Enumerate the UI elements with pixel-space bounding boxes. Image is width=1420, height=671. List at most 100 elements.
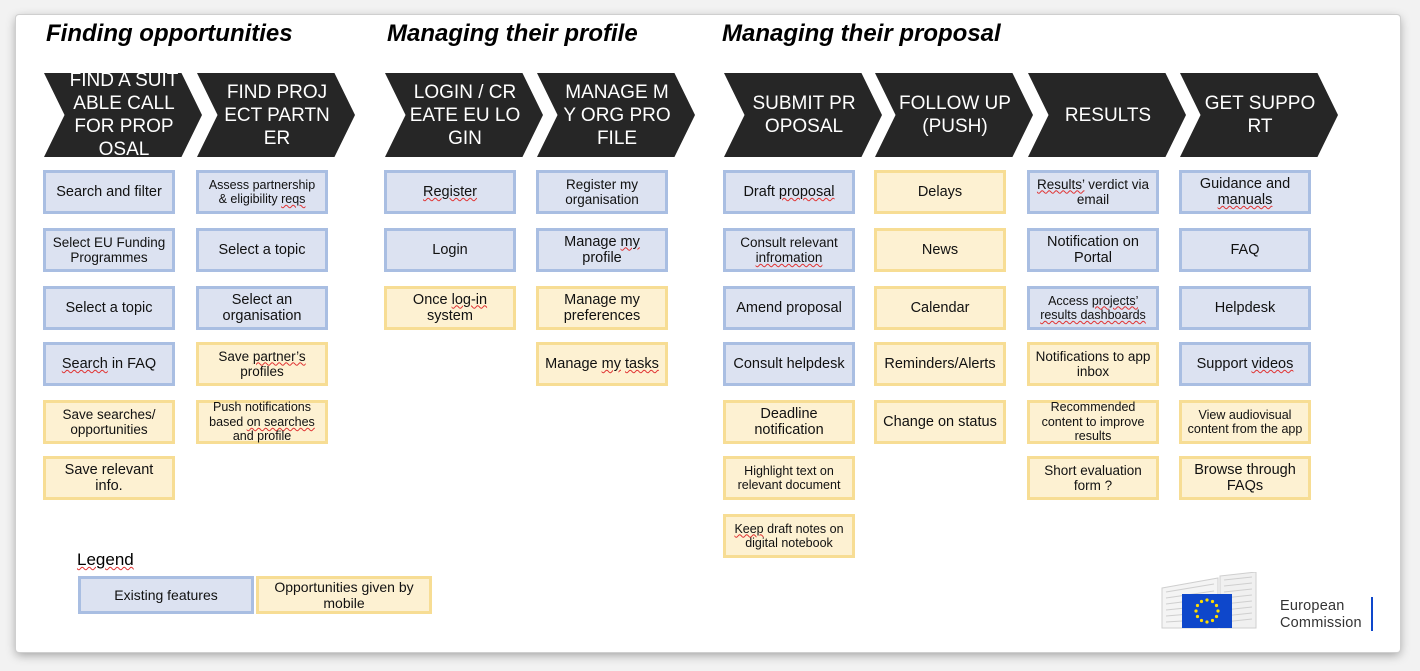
step-chevron-5: SUBMIT PROPOSAL [724,73,882,157]
existing-feature-4-2: Manage my profile [536,228,668,272]
feature-label: Push notifications based on searches and… [209,400,315,444]
step-chevron-2: FIND PROJECT PARTNER [197,73,355,157]
existing-feature-8-3: Helpdesk [1179,286,1311,330]
eu-star-icon [1205,598,1209,602]
feature-label: Assess partnership & eligibility reqs [208,177,316,207]
eu-star-icon [1210,599,1215,604]
legend-title: Legend [77,550,134,569]
feature-label: Highlight text on relevant document [737,463,841,493]
existing-feature-2-1: Assess partnership & eligibility reqs [196,170,328,214]
feature-label: Change on status [883,413,997,430]
existing-feature-7-1: Results’ verdict via email [1027,170,1159,214]
feature-label: Notification on Portal [1047,233,1139,267]
feature-label: Access projects’ results dashboards [1040,293,1146,323]
eu-star-icon [1205,620,1209,624]
eu-star-icon [1195,614,1200,619]
feature-label: Select a topic [65,299,153,316]
feature-label: Save searches/ opportunities [62,406,156,438]
section-title-proposal: Managing their proposal [722,20,1001,47]
existing-feature-3-1: Register [384,170,516,214]
feature-label: Search and filter [56,183,162,200]
eu-star-icon [1194,609,1198,613]
mobile-opportunity-3-3: Once log-in system [384,286,516,330]
mobile-opportunity-6-5: Change on status [874,400,1006,444]
eu-star-icon [1199,599,1204,604]
mobile-opportunity-7-4: Notifications to app inbox [1027,342,1159,386]
feature-label: FAQ [1230,241,1260,258]
feature-label: Amend proposal [736,299,842,316]
mobile-opportunity-1-5: Save searches/ opportunities [43,400,175,444]
ec-logo-line-1: European [1280,598,1345,614]
section-title-finding: Finding opportunities [46,20,293,47]
legend-existing-features: Existing features [78,576,254,614]
existing-feature-7-2: Notification on Portal [1027,228,1159,272]
existing-feature-1-4: Search in FAQ [43,342,175,386]
existing-feature-5-4: Consult helpdesk [723,342,855,386]
existing-feature-4-1: Register my organisation [536,170,668,214]
feature-label: Register my organisation [565,176,639,208]
eu-star-icon [1195,603,1200,608]
existing-feature-1-1: Search and filter [43,170,175,214]
eu-star-icon [1214,614,1219,619]
feature-label: Delays [917,183,963,200]
mobile-opportunity-8-5: View audiovisual content from the app [1179,400,1311,444]
mobile-opportunity-5-5: Deadline notification [723,400,855,444]
mobile-opportunity-6-3: Calendar [874,286,1006,330]
mobile-opportunity-4-4: Manage my tasks [536,342,668,386]
feature-label: Draft proposal [743,183,835,200]
ec-logo-line-2: Commission [1280,615,1362,631]
ec-building-icon [1161,571,1257,629]
mobile-opportunity-6-1: Delays [874,170,1006,214]
feature-label: Browse through FAQs [1194,461,1296,495]
mobile-opportunity-5-7: Keep draft notes on digital notebook [723,514,855,558]
feature-label: Save partner’s profiles [218,348,306,380]
mobile-opportunity-7-5: Recommended content to improve results [1027,400,1159,444]
feature-label: Deadline notification [754,405,824,439]
feature-label: Manage my tasks [545,355,659,372]
step-chevron-4: MANAGE MY ORG PROFILE [537,73,695,157]
step-chevron-3: LOGIN / CREATE EU LOGIN [385,73,543,157]
existing-feature-5-1: Draft proposal [723,170,855,214]
existing-feature-2-3: Select an organisation [196,286,328,330]
step-chevron-8: GET SUPPORT [1180,73,1338,157]
feature-label: Keep draft notes on digital notebook [734,521,844,551]
feature-label: Helpdesk [1214,299,1276,316]
mobile-opportunity-6-2: News [874,228,1006,272]
feature-label: Search in FAQ [61,355,157,372]
existing-feature-8-2: FAQ [1179,228,1311,272]
mobile-opportunity-8-6: Browse through FAQs [1179,456,1311,500]
step-chevron-6: FOLLOW UP (PUSH) [875,73,1033,157]
step-chevron-1: FIND A SUITABLE CALL FOR PROPOSAL [44,73,202,157]
existing-feature-8-4: Support videos [1179,342,1311,386]
feature-label: Notifications to app inbox [1035,348,1151,380]
european-commission-logo [1160,571,1390,634]
mobile-opportunity-1-6: Save relevant info. [43,456,175,500]
legend-mobile-opportunities: Opportunities given by mobile [256,576,432,614]
existing-feature-1-3: Select a topic [43,286,175,330]
feature-label: Once log-in system [412,291,488,325]
feature-label: Calendar [910,299,970,316]
mobile-opportunity-2-5: Push notifications based on searches and… [196,400,328,444]
mobile-opportunity-2-4: Save partner’s profiles [196,342,328,386]
feature-label: Reminders/Alerts [884,355,996,372]
feature-label: Save relevant info. [64,461,154,495]
feature-label: Consult relevant infromation [740,234,838,266]
mobile-opportunity-5-6: Highlight text on relevant document [723,456,855,500]
mobile-opportunity-4-3: Manage my preferences [536,286,668,330]
existing-feature-3-2: Login [384,228,516,272]
existing-feature-8-1: Guidance and manuals [1179,170,1311,214]
eu-star-icon [1210,618,1215,623]
step-chevron-7: RESULTS [1028,73,1186,157]
feature-label: News [921,241,959,258]
feature-label: Login [432,241,468,258]
feature-label: Consult helpdesk [733,355,845,372]
existing-feature-2-2: Select a topic [196,228,328,272]
feature-label: Manage my preferences [563,291,641,325]
ec-logo-divider [1371,597,1373,631]
mobile-opportunity-6-4: Reminders/Alerts [874,342,1006,386]
existing-feature-7-3: Access projects’ results dashboards [1027,286,1159,330]
feature-label: Select an organisation [222,291,302,325]
existing-feature-1-2: Select EU Funding Programmes [43,228,175,272]
feature-label: Support videos [1196,355,1294,372]
existing-feature-5-2: Consult relevant infromation [723,228,855,272]
